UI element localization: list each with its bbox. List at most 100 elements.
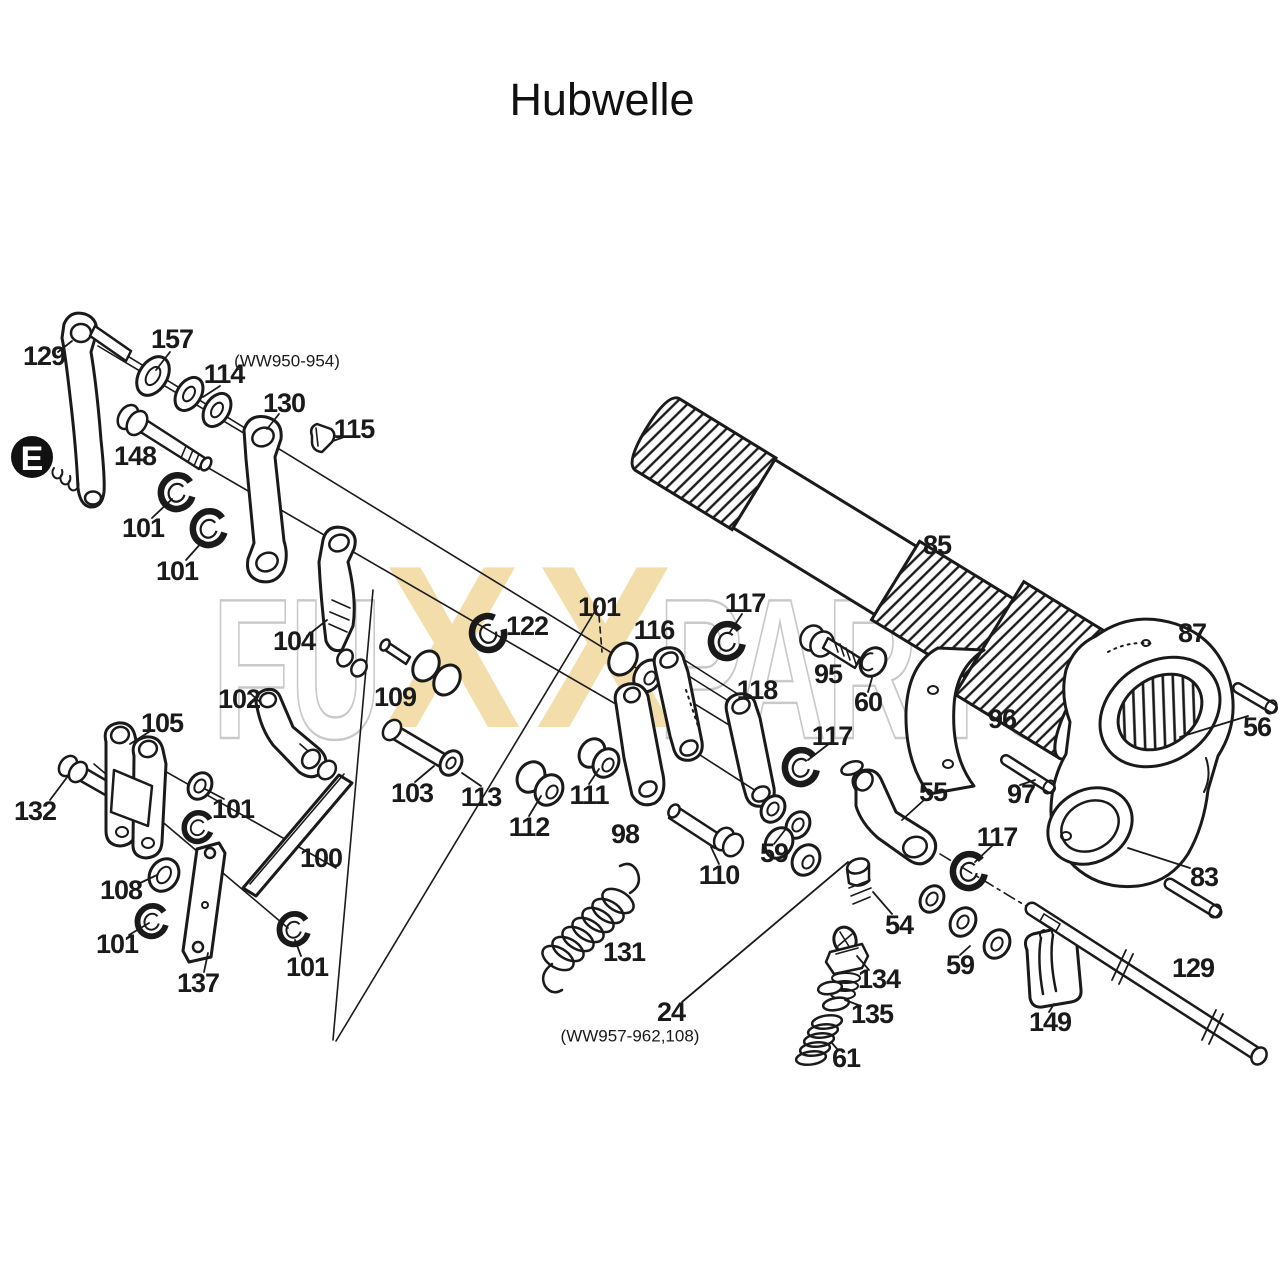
screw-95	[799, 624, 862, 670]
part-label-113: 113	[461, 782, 503, 812]
washer-114a	[173, 375, 205, 413]
clamp-piece	[904, 646, 986, 796]
part-label-108: 108	[100, 875, 143, 905]
part-label-137: 137	[177, 968, 219, 998]
spring-61	[794, 1013, 844, 1067]
part-label-117: 117	[725, 588, 766, 618]
drawing	[51, 311, 1278, 1067]
part-label-115: 115	[334, 414, 376, 444]
part-label-59: 59	[760, 838, 789, 868]
washer-157	[135, 355, 171, 397]
part-label-118: 118	[737, 675, 779, 705]
bar-100	[241, 773, 354, 898]
part-label-132: 132	[14, 796, 56, 826]
part-label-112: 112	[509, 812, 550, 842]
part-label-131: 131	[603, 937, 646, 967]
plate-137	[181, 841, 227, 964]
washer-114b	[201, 391, 233, 429]
bolt-148	[116, 403, 213, 472]
annotation: (WW950-954)	[234, 352, 340, 371]
part-label-83: 83	[1190, 862, 1219, 892]
part-label-129: 129	[1172, 953, 1215, 983]
part-label-101: 101	[578, 592, 621, 622]
part-label-149: 149	[1029, 1007, 1072, 1037]
swing-plates-118	[652, 646, 776, 808]
part-label-134: 134	[858, 964, 901, 994]
part-label-114: 114	[204, 359, 246, 389]
part-labels: 129 157 114 130 115 148 101 101 104 102 105 132 101 1…	[14, 324, 1273, 1073]
lever-129	[60, 311, 133, 509]
part-label-95: 95	[814, 659, 843, 689]
pin-56	[1232, 682, 1278, 715]
annotations: (WW950-954) (WW957-962,108)	[234, 352, 699, 1046]
link-130	[242, 415, 288, 584]
bushing-108	[147, 857, 181, 893]
part-label-105: 105	[141, 708, 184, 738]
part-label-55: 55	[919, 777, 948, 807]
snap-ring-101d	[133, 902, 171, 941]
key-115	[309, 422, 336, 454]
pin-97	[1000, 754, 1056, 795]
pin-110	[667, 803, 745, 858]
part-label-87: 87	[1178, 618, 1206, 648]
rod-129	[1024, 901, 1268, 1066]
part-label-122: 122	[506, 611, 548, 641]
lever-102	[254, 687, 338, 781]
roller-112	[515, 760, 565, 807]
detent-134	[824, 925, 870, 1000]
badge-letter: E	[21, 440, 44, 478]
lever-55	[840, 759, 938, 866]
roller-24	[763, 826, 822, 877]
spring-curl	[51, 467, 80, 492]
part-label-56: 56	[1243, 712, 1272, 742]
part-label-60: 60	[854, 687, 882, 717]
annotation: (WW957-962,108)	[561, 1027, 700, 1046]
bushing-109	[411, 649, 462, 697]
part-label-59: 59	[946, 950, 975, 980]
part-label-110: 110	[699, 860, 740, 890]
part-label-104: 104	[273, 626, 316, 656]
washer-59d	[982, 928, 1012, 960]
part-label-97: 97	[1007, 779, 1035, 809]
washer-59c	[948, 906, 978, 938]
part-label-101: 101	[96, 929, 139, 959]
part-label-111: 111	[569, 780, 609, 810]
washer-mid	[913, 879, 951, 919]
part-label-109: 109	[374, 682, 417, 712]
badge-circle	[11, 436, 53, 478]
part-label-101: 101	[122, 513, 165, 543]
part-label-102: 102	[218, 684, 260, 714]
snap-ring-101e	[275, 910, 313, 949]
plate-98	[613, 682, 666, 807]
part-label-117: 117	[812, 721, 853, 751]
part-label-101: 101	[286, 952, 329, 982]
ring-60	[858, 646, 888, 678]
part-label-96: 96	[988, 704, 1017, 734]
bushing-111	[577, 737, 621, 779]
section-badge: E	[11, 436, 53, 478]
screw-54	[845, 857, 872, 905]
part-label-135: 135	[851, 999, 894, 1029]
part-label-101: 101	[156, 556, 199, 586]
part-label-130: 130	[263, 388, 305, 418]
page-title: Hubwelle	[509, 74, 694, 125]
part-label-157: 157	[151, 324, 193, 354]
spring-131	[541, 862, 641, 994]
clip-149	[1024, 925, 1083, 1009]
part-label-61: 61	[832, 1043, 861, 1073]
part-label-85: 85	[923, 530, 952, 560]
part-label-54: 54	[885, 910, 914, 940]
part-label-101: 101	[212, 794, 255, 824]
ring-113	[438, 749, 464, 777]
part-label-148: 148	[114, 441, 157, 471]
part-label-103: 103	[391, 778, 434, 808]
lever-104	[317, 525, 368, 678]
part-label-117: 117	[977, 822, 1018, 852]
pin-small	[379, 638, 412, 666]
part-label-24: 24	[657, 997, 686, 1027]
part-label-129: 129	[23, 341, 66, 371]
bracket-105	[103, 721, 168, 860]
snap-ring-101b	[188, 507, 230, 550]
